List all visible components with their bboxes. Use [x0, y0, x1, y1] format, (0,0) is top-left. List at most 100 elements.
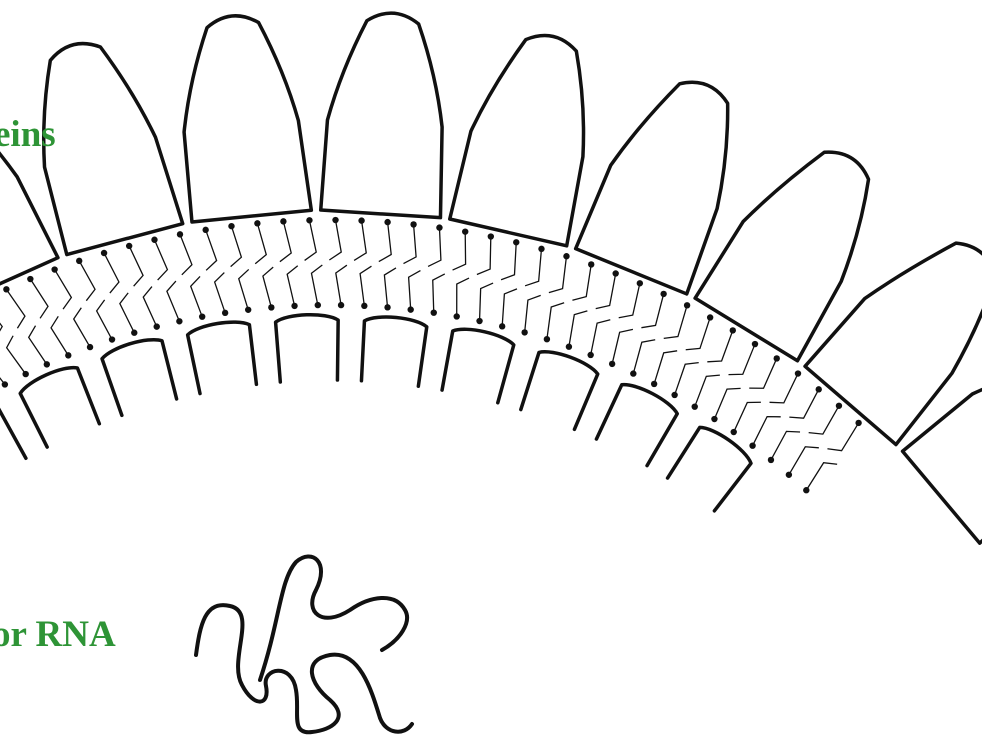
lipid-tail	[0, 300, 2, 339]
lipid-tail	[231, 226, 242, 266]
lipid-head	[245, 307, 251, 313]
lipid-head	[3, 286, 9, 292]
lipid-tail	[0, 347, 5, 385]
matrix-protein	[102, 340, 177, 416]
matrix-protein-layer	[0, 315, 751, 730]
lipid-tail	[770, 374, 798, 403]
lipid-head	[692, 403, 698, 409]
lipid-head	[51, 266, 57, 272]
lipid-head	[731, 429, 737, 435]
lipid-tail	[255, 223, 266, 263]
lipid-head	[27, 276, 33, 282]
lipid-tail	[433, 274, 445, 313]
lipid-tail	[827, 423, 858, 451]
lipid-tail	[714, 388, 740, 419]
lipid-tail	[728, 344, 754, 375]
lipid-tail	[753, 417, 781, 446]
lipid-head	[384, 304, 390, 310]
lipid-tail	[695, 375, 720, 407]
lipid-tail	[55, 270, 72, 310]
lipid-tail	[477, 237, 491, 275]
lipid-head	[254, 220, 260, 226]
lipid-tail	[263, 267, 273, 307]
lipid-head	[513, 239, 519, 245]
lipid-head	[101, 250, 107, 256]
lipid-head	[361, 303, 367, 309]
lipid-head	[431, 309, 437, 315]
lipid-tail	[664, 305, 687, 338]
lipid-head	[707, 314, 713, 320]
matrix-protein	[188, 322, 257, 393]
lipid-tail	[305, 220, 317, 260]
lipid-head	[538, 246, 544, 252]
lipid-head	[521, 329, 527, 335]
lipid-tail	[311, 265, 322, 305]
lipid-tail	[428, 228, 441, 267]
lipid-tail	[129, 246, 143, 286]
lipid-head	[749, 442, 755, 448]
lipid-tail	[771, 431, 800, 460]
lipid-tail	[379, 222, 391, 261]
lipid-head	[774, 355, 780, 361]
lipid-tail	[525, 295, 541, 332]
proteins-label: eins	[0, 116, 56, 153]
lipid-head	[768, 457, 774, 463]
lipid-head	[499, 323, 505, 329]
lipid-head	[291, 303, 297, 309]
lipid-head	[332, 217, 338, 223]
lipid-head	[2, 381, 8, 387]
lipid-tail	[789, 389, 818, 418]
lipid-head	[222, 310, 228, 316]
lipid-tail	[329, 220, 341, 260]
lipid-tail	[29, 326, 47, 365]
lipid-tail	[191, 276, 202, 316]
lipid-head	[436, 224, 442, 230]
lipid-tail	[120, 293, 134, 333]
lipid-head	[22, 371, 28, 377]
lipid-tail	[707, 330, 732, 361]
lipid-head	[268, 304, 274, 310]
lipid-head	[786, 472, 792, 478]
lipid-head	[338, 302, 344, 308]
lipid-tail	[104, 253, 119, 293]
lipid-head	[358, 217, 364, 223]
lipid-head	[630, 370, 636, 376]
lipid-head	[87, 344, 93, 350]
lipid-head	[384, 219, 390, 225]
lipid-tail	[809, 406, 839, 434]
lipid-tail	[619, 283, 640, 318]
lipid-tail	[409, 271, 421, 310]
lipid-head	[154, 323, 160, 329]
spike-protein	[805, 243, 982, 444]
lipid-tail	[354, 221, 366, 261]
matrix-protein	[20, 368, 99, 447]
rna-strand-loop	[260, 557, 407, 680]
rna-label: or RNA	[0, 616, 116, 653]
lipid-head	[795, 370, 801, 376]
matrix-protein	[361, 317, 426, 386]
matrix-protein	[596, 385, 677, 466]
lipid-tail	[180, 234, 192, 274]
rna-strand	[196, 605, 412, 732]
spike-protein	[44, 44, 183, 255]
lipid-tail	[596, 273, 616, 308]
lipid-tail	[143, 287, 156, 327]
lipid-head	[816, 386, 822, 392]
lipid-tail	[403, 224, 416, 263]
lipid-tail	[453, 232, 466, 270]
lipid-tail	[280, 221, 291, 261]
lipid-head	[202, 227, 208, 233]
lipid-head	[407, 306, 413, 312]
matrix-protein	[276, 315, 339, 382]
lipid-head	[711, 416, 717, 422]
lipid-head	[803, 487, 809, 493]
lipid-head	[76, 258, 82, 264]
lipid-head	[684, 302, 690, 308]
lipid-tail	[480, 283, 494, 321]
lipid-tail	[6, 289, 25, 328]
lipid-head	[454, 313, 460, 319]
spike-protein	[450, 35, 584, 245]
lipid-tail	[206, 230, 217, 270]
lipid-head	[280, 218, 286, 224]
